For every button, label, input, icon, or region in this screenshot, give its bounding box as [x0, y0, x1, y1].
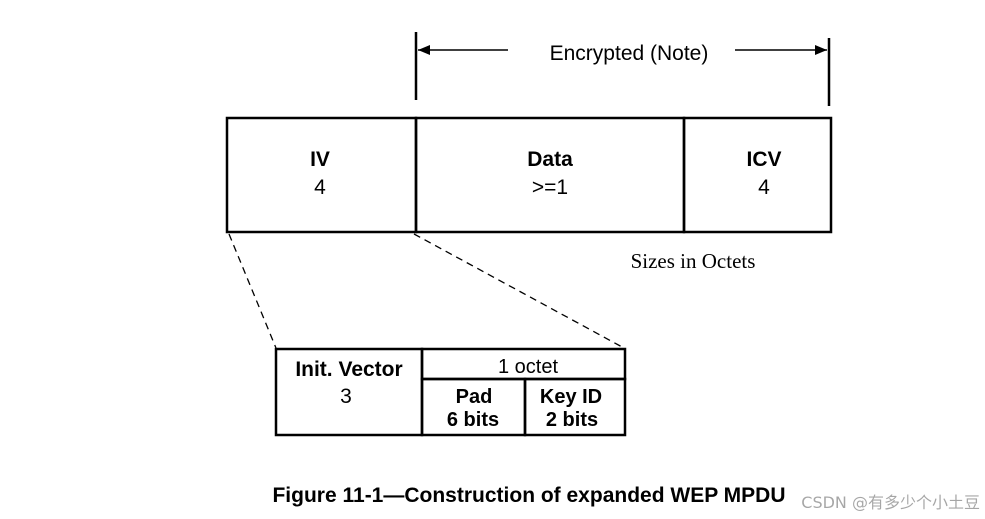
- data-field-name: Data: [527, 148, 573, 171]
- init-vector-label: Init. Vector: [295, 358, 402, 381]
- watermark-text: CSDN @有多少个小土豆: [801, 493, 980, 512]
- arrowhead-right: [815, 45, 827, 55]
- pad-bits: 6 bits: [447, 409, 499, 431]
- keyid-bits: 2 bits: [546, 409, 598, 431]
- icv-field-size: 4: [758, 176, 770, 199]
- encrypted-label: Encrypted (Note): [550, 42, 709, 65]
- pad-label: Pad: [456, 386, 493, 408]
- mpdu-fields: IV 4 Data >=1 ICV 4: [225, 116, 833, 234]
- data-field-size: >=1: [532, 176, 568, 199]
- octet-label: 1 octet: [498, 356, 558, 378]
- figure-caption: Figure 11-1—Construction of expanded WEP…: [272, 484, 785, 507]
- keyid-label: Key ID: [540, 386, 602, 408]
- data-field-box: [414, 116, 686, 234]
- iv-field-name: IV: [310, 148, 330, 171]
- iv-field-size: 4: [314, 176, 326, 199]
- sizes-note: Sizes in Octets: [631, 249, 756, 273]
- expansion-lines: [228, 233, 625, 349]
- expansion-line-right: [413, 233, 625, 349]
- init-vector-size: 3: [340, 385, 352, 408]
- expansion-line-left: [228, 233, 277, 349]
- iv-field-box: [225, 116, 418, 234]
- encrypted-span: Encrypted (Note): [414, 32, 831, 106]
- icv-field-box: [682, 116, 833, 234]
- iv-detail: Init. Vector 3 1 octet Pad 6 bits Key ID…: [274, 347, 627, 437]
- arrowhead-left: [418, 45, 430, 55]
- icv-field-name: ICV: [746, 148, 781, 171]
- keyid-box: [523, 377, 627, 437]
